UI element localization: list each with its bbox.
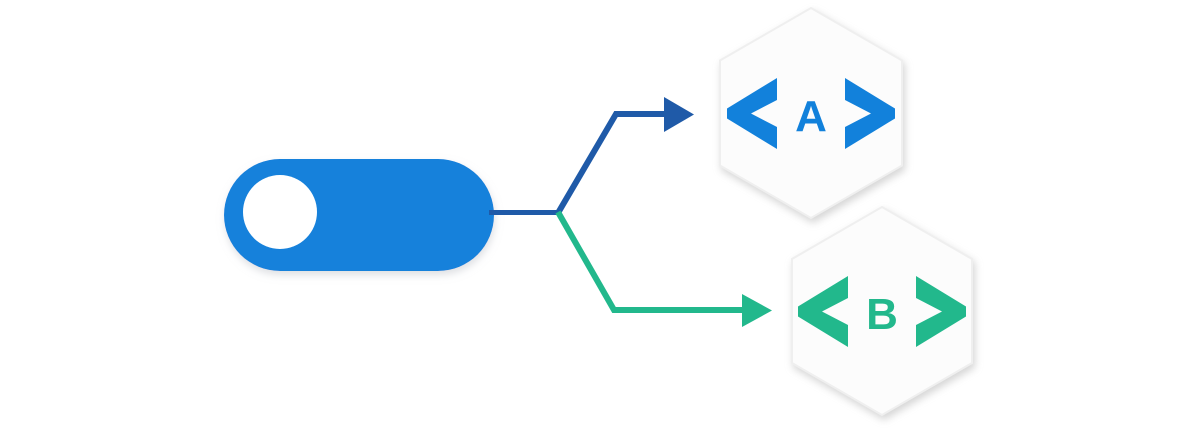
toggle-knob[interactable] bbox=[243, 175, 317, 249]
code-brackets-icon bbox=[727, 78, 895, 149]
left-chevron-icon bbox=[798, 276, 848, 347]
right-chevron-icon bbox=[845, 78, 895, 149]
left-chevron-icon bbox=[727, 78, 777, 149]
branch-to-variant-a bbox=[555, 97, 694, 215]
hexagon-node-b[interactable]: B bbox=[791, 205, 973, 417]
hexagon-b-shape[interactable] bbox=[791, 205, 973, 417]
hexagon-a-label: A bbox=[795, 92, 827, 141]
branch-a-path bbox=[555, 111, 666, 215]
branch-a-arrowhead bbox=[664, 97, 694, 132]
hexagon-b-label: B bbox=[866, 290, 898, 339]
right-chevron-icon bbox=[916, 276, 966, 347]
feature-toggle[interactable] bbox=[224, 159, 494, 271]
hexagon-a-shape[interactable] bbox=[719, 6, 903, 220]
hexagon-node-a[interactable]: A bbox=[719, 6, 903, 220]
code-brackets-icon bbox=[798, 276, 966, 347]
branch-b-arrowhead bbox=[742, 294, 772, 327]
branch-b-path bbox=[555, 210, 744, 313]
branch-to-variant-b bbox=[555, 210, 772, 327]
